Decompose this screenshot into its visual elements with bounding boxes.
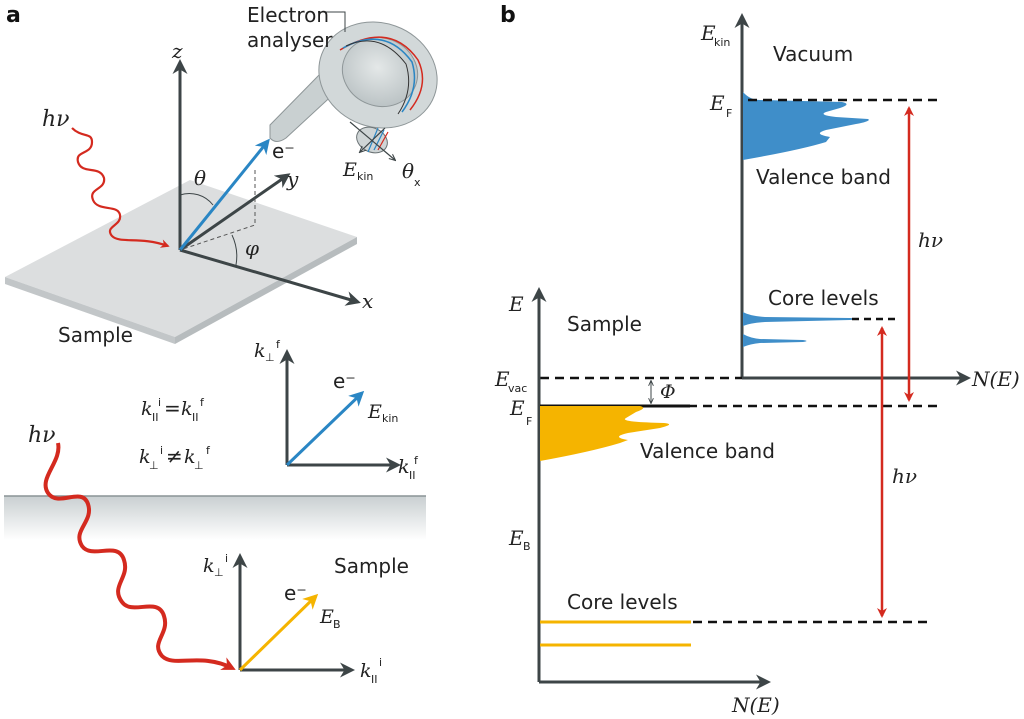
k-par-f-sup: f — [414, 454, 419, 467]
k-perp-f-sub: ⊥ — [265, 351, 275, 364]
conservation-equation-parallel: k II i = k II f — [141, 396, 205, 424]
valence-band-initial — [540, 406, 670, 461]
electron-label: e⁻ — [272, 139, 295, 163]
svg-text:i: i — [160, 444, 163, 457]
svg-text:f: f — [200, 396, 205, 409]
z-axis-label: z — [171, 39, 183, 63]
core-bottom-label: Core levels — [567, 590, 678, 614]
svg-text:k: k — [141, 398, 153, 420]
svg-text:k: k — [181, 398, 193, 420]
ef-top-sub: F — [726, 107, 732, 120]
valence-top-label: Valence band — [756, 165, 891, 189]
sample-label-top: Sample — [58, 323, 133, 347]
k-perp-i-sub: ⊥ — [214, 566, 224, 579]
ne-right-label: N(E) — [971, 367, 1020, 391]
ef-bottom-sub: F — [526, 415, 532, 428]
ekin-final-label: E — [367, 401, 382, 423]
svg-text:⊥: ⊥ — [149, 459, 159, 472]
hv-bottom-label: hν — [892, 464, 917, 488]
valence-bottom-label: Valence band — [640, 439, 775, 463]
core-level-final-1 — [743, 312, 856, 326]
k-par-i-sup: i — [379, 656, 382, 669]
photon-wave-bottom — [43, 442, 236, 670]
phi-arc — [231, 234, 238, 266]
sample-plane — [5, 180, 357, 344]
x-axis — [179, 248, 361, 306]
electron-analyser-icon — [269, 11, 438, 160]
ekin-axis-label: E — [700, 21, 716, 45]
svg-text:k: k — [139, 446, 151, 468]
k-perp-f-sup: f — [276, 338, 281, 351]
panel-b-label: b — [500, 3, 516, 28]
photon-label-bottom: hν — [28, 423, 56, 448]
ekin-axis-sub: kin — [714, 36, 730, 49]
vacuum-label: Vacuum — [773, 42, 853, 66]
eb-label-b: E — [508, 526, 524, 550]
evac-sub: vac — [508, 382, 527, 395]
eb-label-a: E — [319, 606, 334, 628]
analyser-label-line1: Electron — [247, 3, 329, 27]
hv-top-label: hν — [918, 228, 943, 252]
svg-text:II: II — [152, 411, 159, 424]
electron-vector — [178, 138, 270, 251]
y-axis-label: y — [286, 167, 299, 191]
photon-wave-top — [71, 127, 170, 248]
valence-band-final — [743, 92, 869, 160]
e-axis-label: E — [508, 292, 524, 316]
k-perp-i-label: k — [203, 555, 215, 577]
x-axis-label: x — [362, 289, 373, 313]
eb-sub-a: B — [333, 618, 341, 631]
ekin-label: E — [342, 159, 357, 181]
core-level-final-2 — [743, 334, 807, 347]
k-perp-f-label: k — [254, 340, 266, 362]
phi-work-function-label: Φ — [660, 381, 676, 403]
k-par-f-label: k — [398, 456, 410, 478]
svg-text:≠: ≠ — [166, 444, 183, 468]
electron-final-vector — [285, 390, 365, 467]
k-perp-i-sup: i — [225, 552, 228, 565]
theta-x-sub: x — [414, 176, 421, 189]
svg-text:II: II — [192, 411, 199, 424]
sample-label-b: Sample — [567, 312, 642, 336]
svg-text:=: = — [164, 396, 181, 420]
ekin-sub: kin — [357, 170, 373, 183]
analyser-label-line2: analyser — [247, 28, 333, 52]
evac-label: E — [494, 367, 510, 391]
conservation-equation-perpendicular: k ⊥ i ≠ k ⊥ f — [139, 444, 211, 472]
k-par-i-sub: II — [371, 673, 378, 686]
k-par-i-label: k — [360, 660, 372, 682]
electron-initial-label: e⁻ — [284, 581, 307, 605]
theta-arc — [179, 193, 214, 206]
ef-bottom-label: E — [509, 396, 525, 420]
ekin-final-sub: kin — [382, 412, 398, 425]
svg-text:⊥: ⊥ — [194, 459, 204, 472]
electron-final-label: e⁻ — [333, 369, 356, 393]
y-axis — [179, 173, 291, 252]
photon-label-top: hν — [42, 107, 70, 132]
svg-text:k: k — [184, 446, 196, 468]
projection-line — [179, 170, 256, 251]
theta-label: θ — [194, 166, 206, 190]
electron-initial-vector — [238, 593, 319, 672]
core-top-label: Core levels — [768, 286, 879, 310]
sample-label-bottom: Sample — [334, 554, 409, 578]
svg-text:f: f — [206, 444, 211, 457]
sample-surface — [4, 496, 426, 540]
ne-bottom-label: N(E) — [731, 693, 780, 717]
ef-top-label: E — [709, 91, 725, 115]
svg-text:i: i — [158, 396, 161, 409]
phi-label: φ — [245, 236, 259, 260]
panel-a-label: a — [6, 3, 21, 28]
eb-sub-b: B — [523, 540, 531, 553]
theta-x-label: θ — [402, 159, 414, 183]
k-par-f-sub: II — [409, 469, 416, 482]
